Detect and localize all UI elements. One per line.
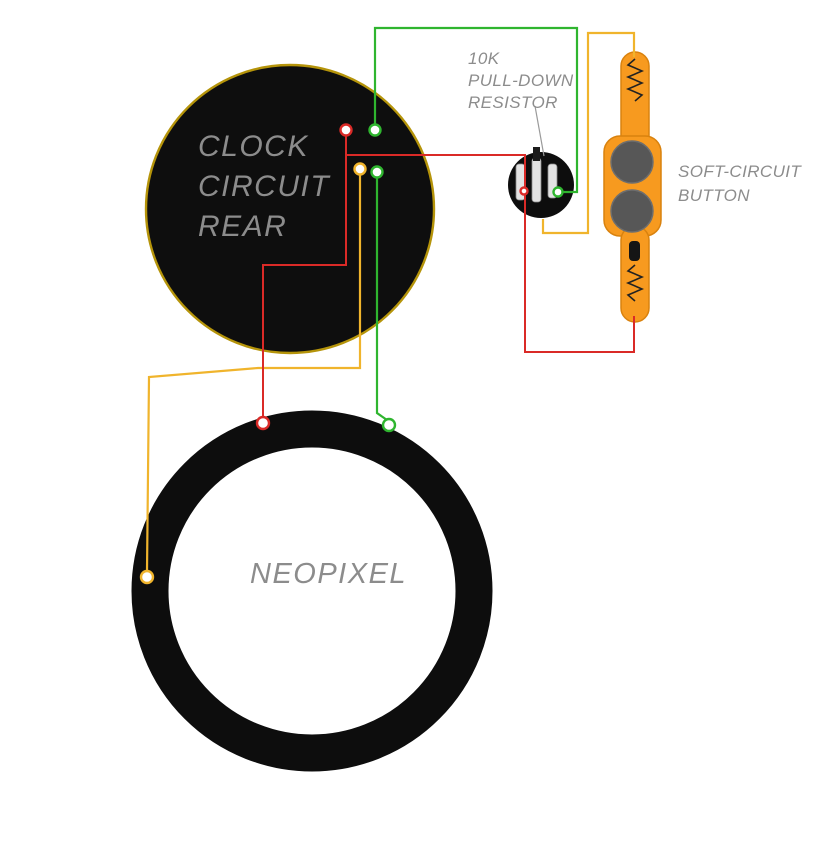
clock-label-line2: CIRCUIT	[198, 170, 331, 203]
red-wire-clock-to-neopixel	[262, 136, 347, 417]
button-contact-lower	[610, 189, 654, 233]
resistor-label-line1: 10K	[468, 49, 500, 68]
green-pads	[368, 123, 564, 433]
resistor-leads	[515, 157, 558, 203]
button-contact-upper	[610, 140, 654, 184]
resistor-leader-line	[534, 105, 545, 157]
neopixel-ring: NEOPIXEL	[131, 410, 493, 772]
clock-circuit-outline	[144, 63, 436, 355]
soft-circuit-button	[603, 51, 662, 323]
resistor-body-cap	[533, 147, 540, 161]
green-wires	[373, 26, 579, 421]
resistor-label-line3: RESISTOR	[468, 93, 558, 112]
button-bottom-stitch-zigzag	[625, 264, 645, 302]
pad-clock-red	[339, 123, 353, 137]
neopixel-label: NEOPIXEL	[250, 558, 407, 590]
pad-clock-yellow	[353, 162, 367, 176]
yellow-wire-button-to-resistor	[541, 31, 636, 235]
annotation-labels: 10K PULL-DOWN RESISTOR SOFT-CIRCUIT BUTT…	[468, 49, 802, 205]
pulldown-resistor	[508, 147, 574, 218]
clock-circuit-label: CLOCK CIRCUIT REAR	[198, 130, 331, 243]
neopixel-ring-body	[131, 410, 493, 772]
pad-neopixel-yellow	[139, 569, 155, 585]
green-wire-clock-to-resistor	[373, 26, 579, 194]
clock-label-line3: REAR	[198, 210, 287, 243]
yellow-pads	[139, 162, 367, 585]
clock-circuit-board: CLOCK CIRCUIT REAR	[144, 63, 436, 355]
pad-clock-green-lower	[370, 165, 384, 179]
button-bottom-component	[629, 241, 640, 261]
button-top-stitch-zigzag	[625, 58, 645, 102]
button-label-line2: BUTTON	[678, 186, 750, 205]
green-wire-clock-to-neopixel	[375, 178, 388, 421]
resistor-lead-middle	[531, 157, 542, 203]
red-wire-clock-to-button	[346, 154, 635, 353]
button-label-line1: SOFT-CIRCUIT	[678, 162, 802, 181]
pad-neopixel-red	[255, 415, 271, 431]
neopixel-label-group: NEOPIXEL	[250, 558, 407, 590]
yellow-wire-clock-to-neopixel	[145, 175, 362, 572]
resistor-label-line2: PULL-DOWN	[468, 71, 574, 90]
yellow-wires	[145, 31, 636, 572]
clock-label-line1: CLOCK	[198, 130, 309, 163]
red-pads	[255, 123, 529, 431]
pad-neopixel-green	[381, 417, 397, 433]
pad-resistor-green	[552, 186, 564, 198]
pad-resistor-red	[519, 186, 529, 196]
red-wires	[262, 136, 635, 417]
pad-clock-green-top	[368, 123, 382, 137]
